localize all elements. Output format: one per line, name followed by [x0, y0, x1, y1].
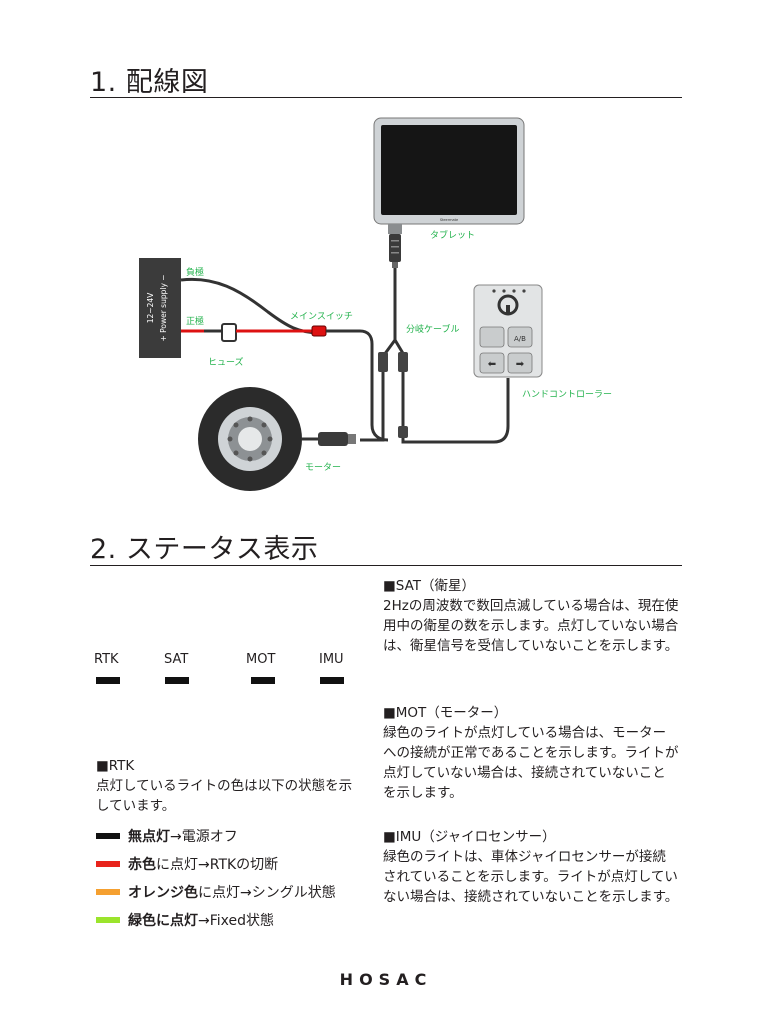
- svg-text:➡: ➡: [516, 359, 525, 370]
- legend-off-bold: 無点灯: [128, 829, 170, 845]
- section-2-rule: [90, 565, 682, 566]
- svg-text:⬅: ⬅: [488, 359, 496, 370]
- indicator-label-sat: SAT: [164, 652, 189, 667]
- tablet-connector: [389, 234, 401, 268]
- indicator-mot: [251, 677, 275, 684]
- power-supply-voltage: 12~24V: [146, 292, 155, 323]
- legend-red: 赤色に点灯→RTKの切断: [96, 854, 278, 874]
- sat-heading: ■SAT（衛星）: [383, 578, 476, 594]
- rtk-section: ■RTK 点灯しているライトの色は以下の状態を示しています。: [96, 756, 360, 816]
- tablet-brand-text: Steermate: [440, 218, 458, 222]
- main-switch-icon: [311, 325, 327, 337]
- tablet-device: Steermate: [373, 117, 525, 234]
- legend-orange: オレンジ色に点灯→シングル状態: [96, 882, 336, 902]
- indicator-label-mot: MOT: [246, 652, 276, 667]
- imu-heading: ■IMU（ジャイロセンサー）: [383, 829, 556, 845]
- power-supply-polarity: + Power supply −: [159, 274, 168, 341]
- hand-controller: A/B ⬅ ➡: [473, 284, 543, 378]
- controller-ab-text: A/B: [514, 335, 526, 343]
- section-1-rule: [90, 97, 682, 98]
- label-main-switch: メインスイッチ: [290, 312, 353, 322]
- indicator-label-imu: IMU: [319, 652, 344, 667]
- legend-green-bold: 緑色に点灯: [128, 913, 198, 929]
- label-positive: 正極: [186, 317, 205, 327]
- label-hand-controller: ハンドコントローラー: [522, 390, 613, 400]
- legend-swatch-green: [96, 917, 120, 923]
- mot-heading: ■MOT（モーター）: [383, 705, 508, 721]
- indicator-label-rtk: RTK: [94, 652, 119, 667]
- legend-orange-bold: オレンジ色: [128, 885, 198, 901]
- section-2-title: 2. ステータス表示: [90, 534, 319, 565]
- legend-green-text: →Fixed状態: [198, 913, 275, 929]
- indicator-imu: [320, 677, 344, 684]
- legend-red-text: に点灯→RTKの切断: [156, 857, 279, 873]
- label-tablet: タブレット: [430, 231, 476, 241]
- indicator-sat: [165, 677, 189, 684]
- motor-connector: [318, 432, 348, 446]
- imu-section: ■IMU（ジャイロセンサー） 緑色のライトは、車体ジャイロセンサーが接続されてい…: [383, 827, 679, 907]
- fuse-icon: [221, 323, 237, 342]
- wiring-diagram: Steermate 12~24V + Power supply −: [139, 117, 543, 491]
- label-fuse: ヒューズ: [208, 358, 244, 368]
- sat-section: ■SAT（衛星） 2Hzの周波数で数回点滅している場合は、現在使用中の衛星の数を…: [383, 576, 679, 656]
- label-branch-cable: 分岐ケーブル: [406, 325, 460, 335]
- indicator-rtk: [96, 677, 120, 684]
- legend-swatch-red: [96, 861, 120, 867]
- legend-off-text: →電源オフ: [170, 829, 238, 845]
- label-negative: 負極: [186, 268, 205, 278]
- rtk-body: 点灯しているライトの色は以下の状態を示しています。: [96, 778, 353, 814]
- rtk-heading: ■RTK: [96, 758, 135, 774]
- label-motor: モーター: [305, 463, 342, 473]
- sat-body: 2Hzの周波数で数回点滅している場合は、現在使用中の衛星の数を示します。点灯して…: [383, 598, 679, 654]
- legend-off: 無点灯→電源オフ: [96, 826, 238, 846]
- legend-swatch-black: [96, 833, 120, 839]
- hosac-logo: HOSAC: [339, 970, 433, 989]
- section-1-title: 1. 配線図: [90, 67, 209, 98]
- legend-orange-text: に点灯→シングル状態: [198, 885, 336, 901]
- legend-red-bold: 赤色: [128, 857, 156, 873]
- mot-section: ■MOT（モーター） 緑色のライトが点灯している場合は、モーターへの接続が正常で…: [383, 703, 679, 803]
- legend-green: 緑色に点灯→Fixed状態: [96, 910, 274, 930]
- mot-body: 緑色のライトが点灯している場合は、モーターへの接続が正常であることを示します。ラ…: [383, 725, 679, 801]
- legend-swatch-orange: [96, 889, 120, 895]
- motor: [198, 387, 302, 491]
- imu-body: 緑色のライトは、車体ジャイロセンサーが接続されていることを示します。ライトが点灯…: [383, 849, 679, 905]
- power-supply: 12~24V + Power supply −: [139, 258, 181, 358]
